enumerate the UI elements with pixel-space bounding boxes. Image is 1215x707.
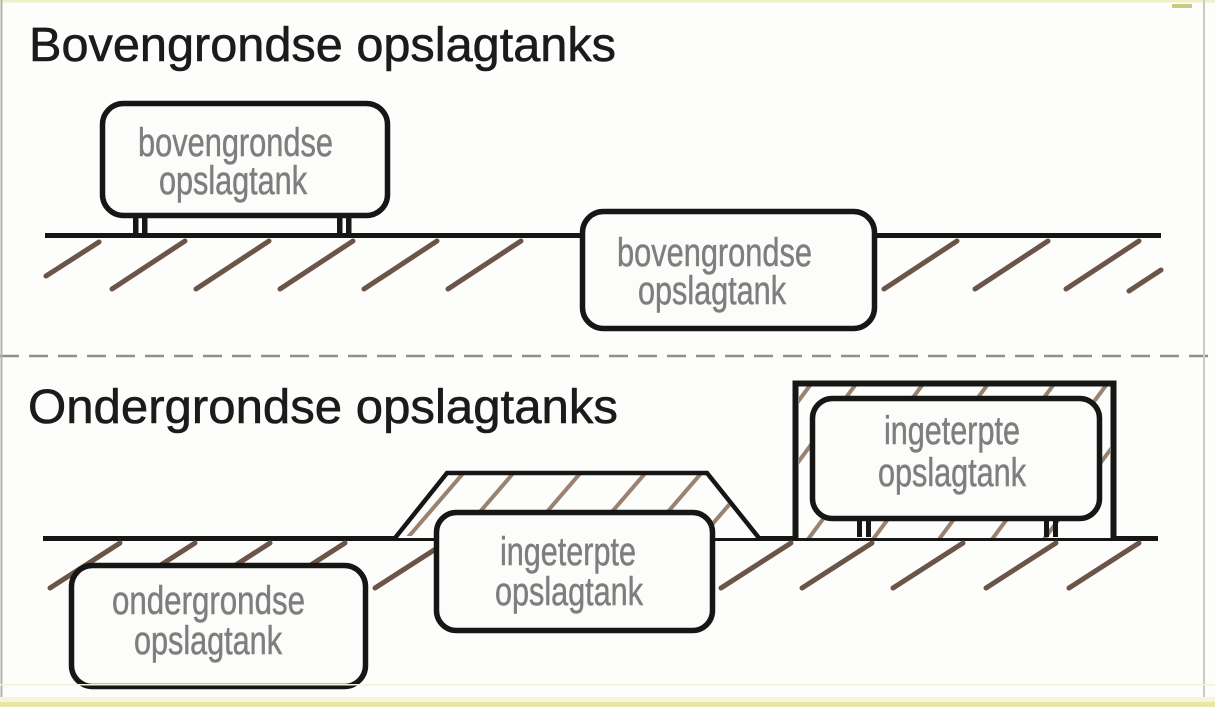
svg-text:opslagtank: opslagtank	[495, 570, 644, 614]
svg-text:Bovengrondse opslagtanks: Bovengrondse opslagtanks	[29, 19, 616, 72]
svg-text:opslagtank: opslagtank	[159, 159, 308, 203]
svg-text:opslagtank: opslagtank	[638, 269, 787, 313]
svg-text:Ondergrondse opslagtanks: Ondergrondse opslagtanks	[28, 381, 618, 434]
svg-text:ingeterpte: ingeterpte	[884, 409, 1020, 453]
svg-text:ingeterpte: ingeterpte	[500, 530, 636, 574]
svg-text:opslagtank: opslagtank	[134, 619, 283, 663]
svg-text:ondergrondse: ondergrondse	[112, 579, 305, 623]
svg-text:bovengrondse: bovengrondse	[138, 121, 333, 165]
svg-text:bovengrondse: bovengrondse	[617, 231, 812, 275]
svg-text:opslagtank: opslagtank	[878, 451, 1027, 495]
